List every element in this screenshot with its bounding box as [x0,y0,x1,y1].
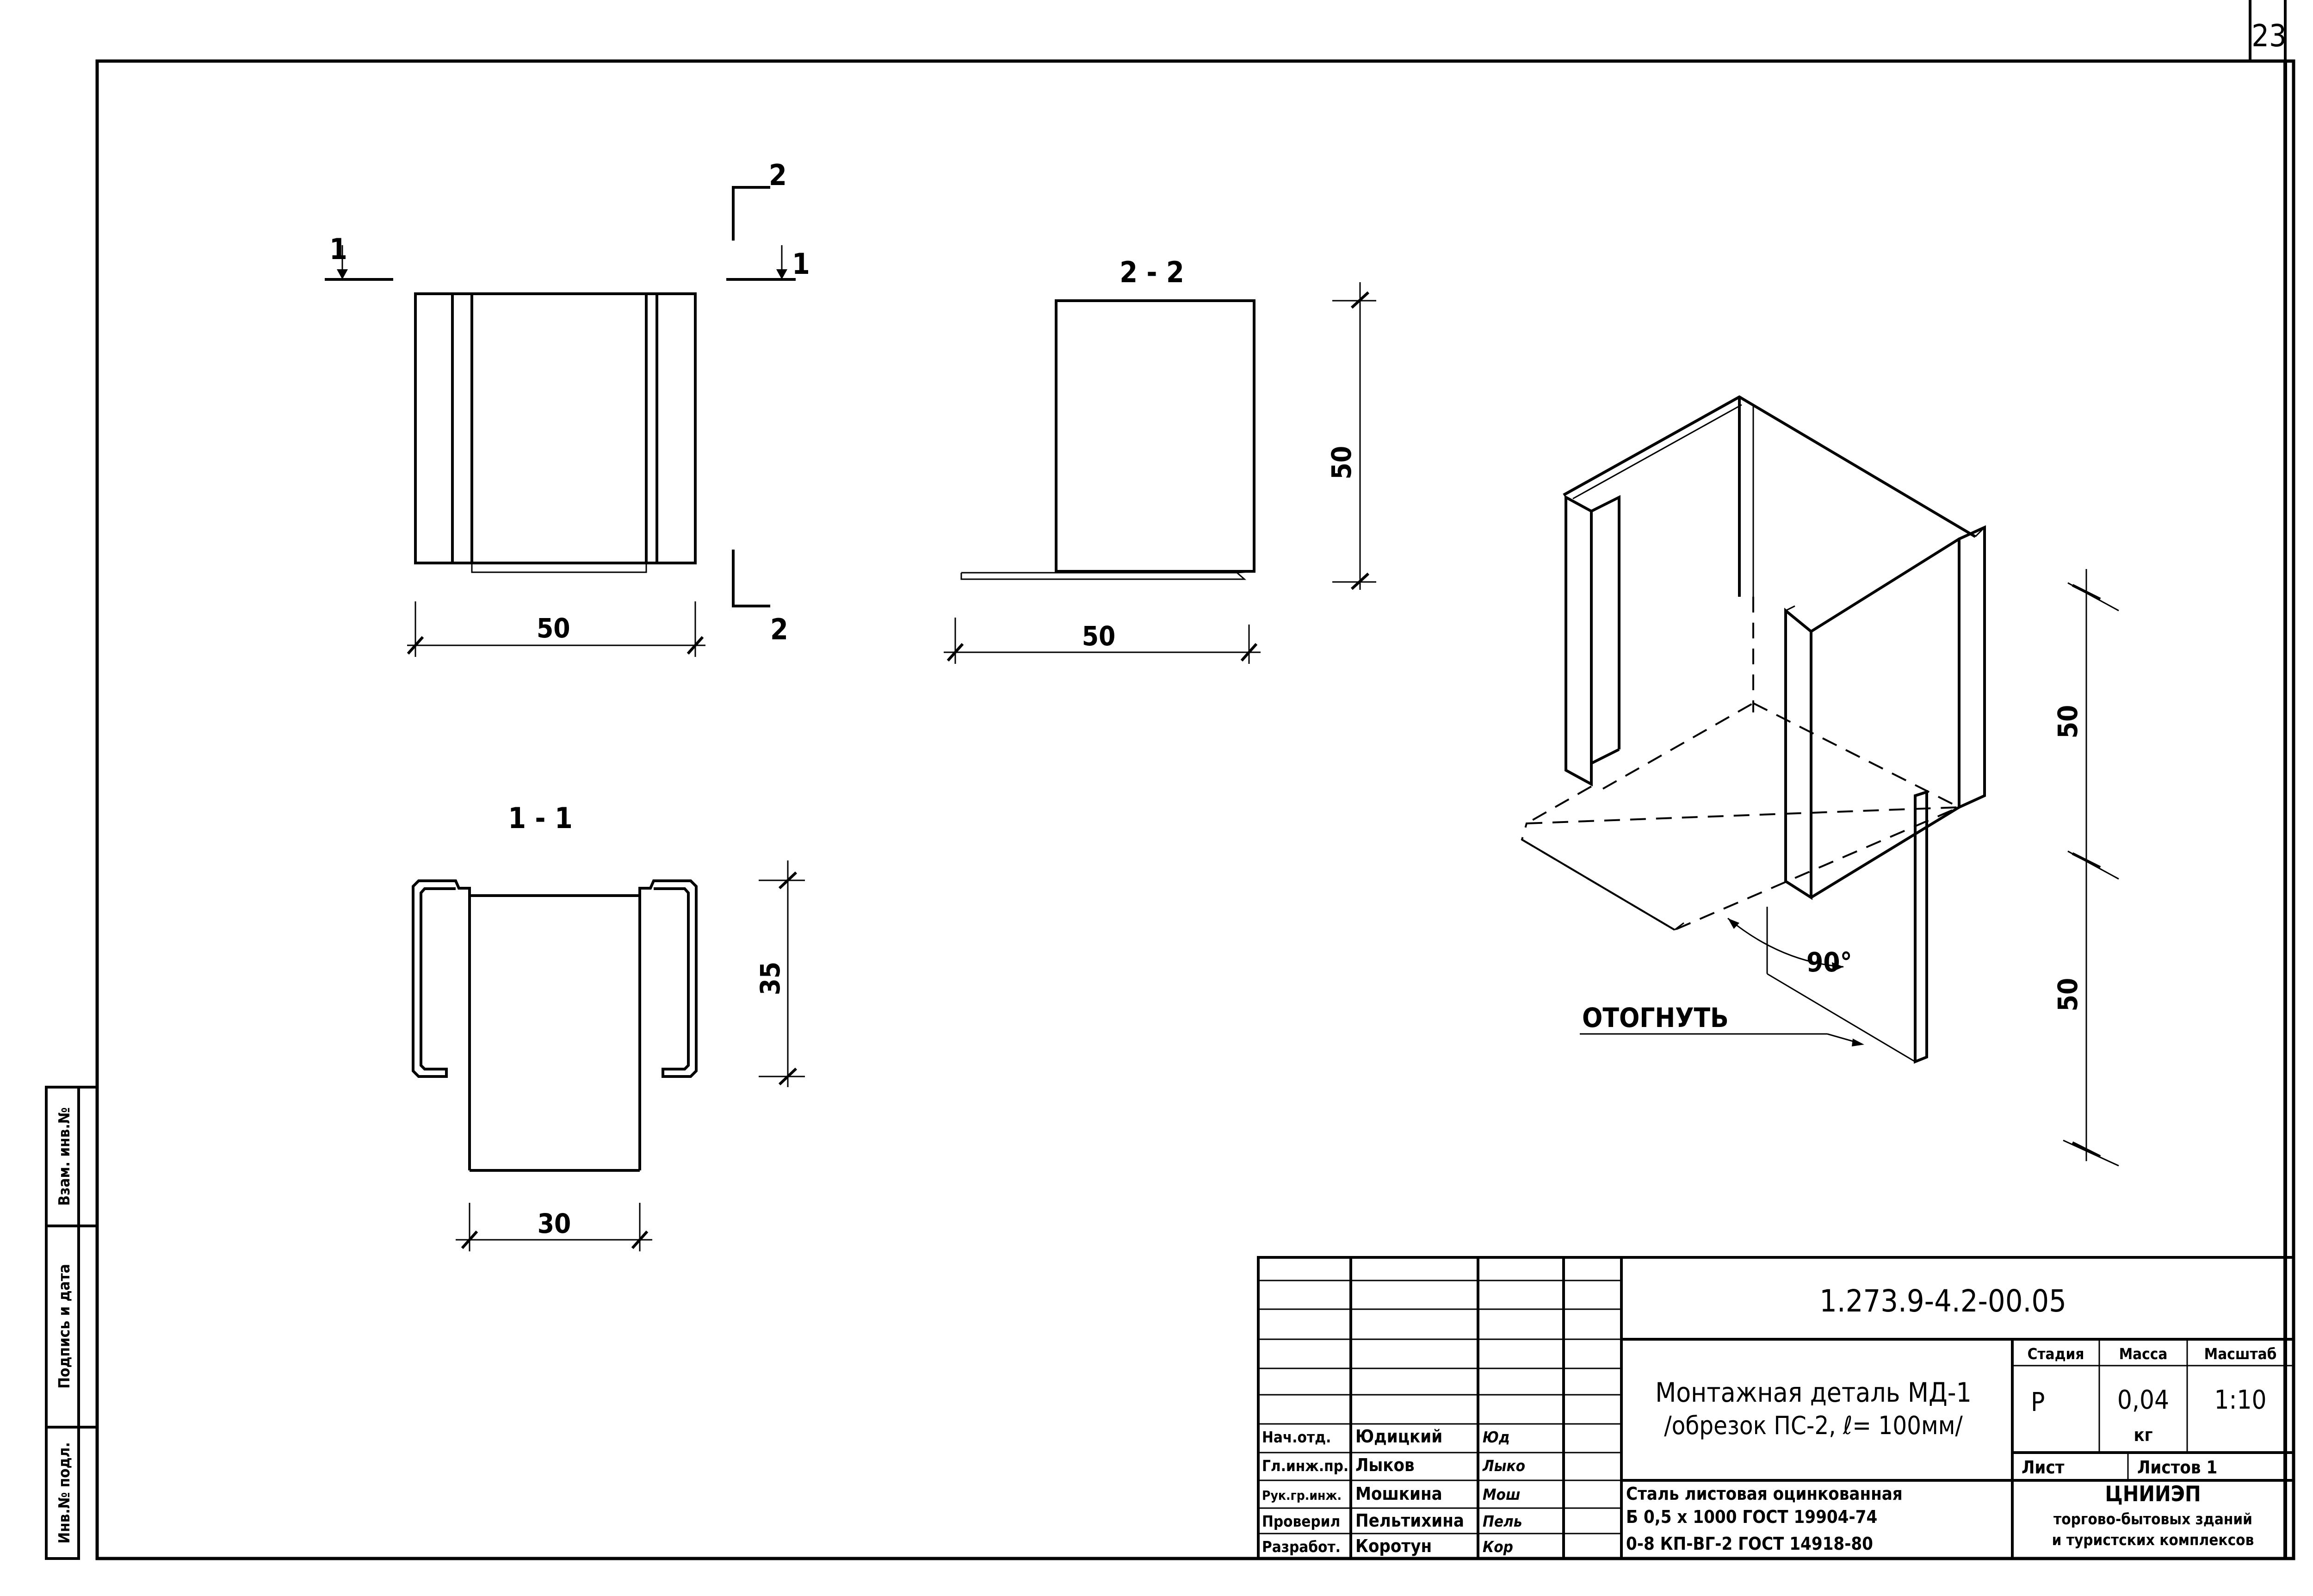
drawing-title-line1: Монтажная деталь МД-1 [1655,1377,1972,1408]
top-view-width-dim: 50 [537,612,570,644]
side-strip-inv: Инв.№ подл. [55,1442,73,1543]
role-4: Проверил [1262,1512,1340,1530]
sheets-label: Листов 1 [2137,1457,2217,1478]
stage-value: Р [2031,1387,2045,1417]
section-2-2-title: 2 - 2 [1119,255,1184,289]
title-block-grid [1257,1256,2295,1560]
iso-bend-note: ОТОГНУТЬ [1582,1002,1729,1033]
sign-1: Юд [1483,1428,1510,1446]
sign-4: Пель [1483,1512,1522,1530]
role-1: Нач.отд. [1262,1428,1331,1446]
sheet-number: 23 [2251,18,2287,54]
sign-5: Кор [1483,1538,1513,1556]
cut-label-2-top: 2 [769,158,787,192]
section-2-2-width-dim: 50 [1082,620,1116,652]
sheet-label: Лист [2022,1457,2065,1478]
role-2: Гл.инж.пр. [1262,1457,1348,1475]
cut-label-1-right: 1 [792,247,810,281]
mass-unit: кг [2134,1425,2152,1445]
drawing-designation: 1.273.9-4.2-00.05 [1819,1283,2066,1319]
iso-height-upper-dim: 50 [2052,705,2084,739]
iso-angle-label: 90° [1806,946,1852,978]
stage-header: Стадия [2028,1345,2084,1363]
org-line1: ЦНИИЭП [2105,1481,2201,1506]
side-strip-replace: Взам. инв.№ [55,1107,73,1206]
isometric-view [1521,395,2119,1167]
role-3: Рук.гр.инж. [1262,1488,1342,1503]
scale-value: 1:10 [2214,1385,2266,1415]
section-1-1-height-dim: 35 [755,962,786,996]
section-1-1-title: 1 - 1 [508,801,573,835]
section-2-2-height-dim: 50 [1326,446,1357,480]
sheet-frame [95,0,2295,1560]
name-3: Мошкина [1355,1484,1442,1504]
org-line3: и туристских комплексов [2052,1531,2254,1549]
side-strip-sign: Подпись и дата [55,1264,73,1389]
material-line2: Б 0,5 х 1000 ГОСТ 19904-74 [1626,1507,1877,1527]
top-view [325,186,796,657]
section-1-1 [412,860,805,1251]
sign-3: Мош [1483,1485,1521,1503]
drawing-title-line2: /обрезок ПС-2, ℓ= 100мм/ [1664,1411,1963,1440]
cut-label-1-left: 1 [329,232,347,266]
iso-height-lower-dim: 50 [2052,978,2084,1012]
name-5: Коротун [1355,1536,1432,1556]
scale-header: Масштаб [2204,1345,2277,1363]
section-1-1-width-dim: 30 [538,1208,571,1239]
cut-label-2-bottom: 2 [770,612,788,646]
mass-value: 0,04 [2117,1385,2169,1415]
side-strip [45,1086,97,1560]
mass-header: Масса [2119,1345,2168,1363]
name-1: Юдицкий [1355,1426,1442,1447]
org-line2: торгово-бытовых зданий [2053,1510,2252,1528]
name-4: Пельтихина [1355,1510,1464,1531]
section-2-2 [944,282,1376,664]
name-2: Лыков [1355,1455,1415,1475]
role-5: Разработ. [1262,1538,1341,1556]
material-line1: Сталь листовая оцинкованная [1626,1484,1903,1504]
material-line3: 0-8 КП-ВГ-2 ГОСТ 14918-80 [1626,1534,1873,1554]
sign-2: Лыко [1482,1457,1525,1475]
